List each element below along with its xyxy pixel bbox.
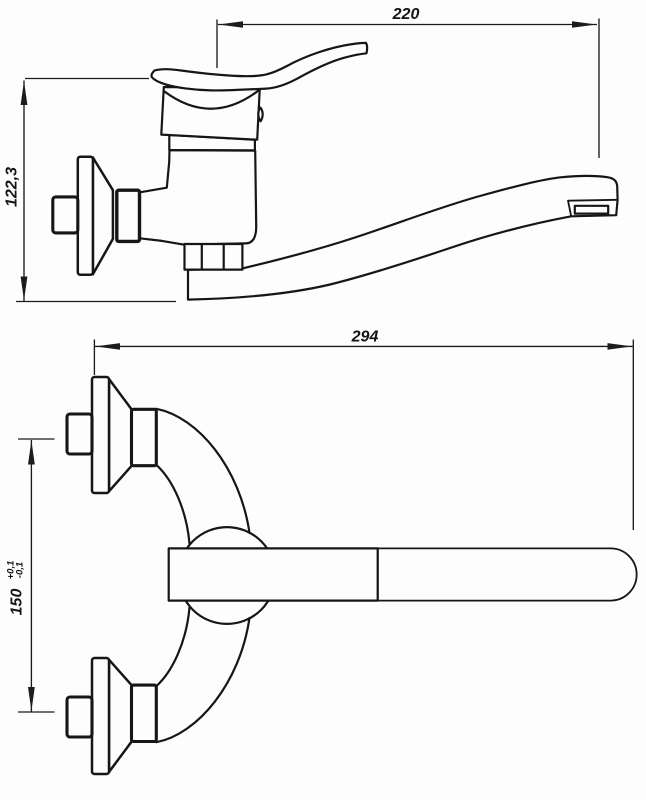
escutcheon-plate	[90, 375, 111, 495]
dim-arrow-down	[20, 276, 28, 301]
cap-indicator-button	[257, 106, 264, 123]
upper-arm-outer-edge	[155, 407, 251, 535]
union-nut	[129, 683, 158, 744]
valve-body-side	[138, 149, 258, 246]
wall-union-plan-lower	[65, 656, 158, 776]
inlet-stub	[51, 195, 80, 235]
inlet-stub	[65, 412, 94, 456]
aerator-dividers	[200, 243, 225, 271]
upper-arm-inner-edge	[155, 463, 191, 545]
wall-union-side	[51, 155, 142, 276]
spout-grip-plan	[167, 547, 379, 602]
dim-tolerance-minus: -0,1	[15, 562, 26, 578]
cartridge-cap-side	[160, 85, 264, 141]
dim-label-220: 220	[392, 6, 420, 23]
side-view: 220 122,3	[4, 6, 619, 303]
escutcheon-cone	[91, 156, 115, 276]
inlet-stub	[65, 695, 94, 739]
escutcheon-cone	[107, 377, 133, 493]
dim-label-294: 294	[351, 329, 379, 346]
dim-arrow-left	[218, 21, 243, 28]
dim-spout-reach: 220	[216, 6, 600, 158]
dim-total-length: 294	[93, 329, 634, 530]
escutcheon-cone	[107, 658, 133, 774]
dim-arrow-left	[95, 343, 120, 350]
union-nut	[129, 407, 158, 468]
wall-union-plan-upper	[65, 375, 158, 495]
union-nut	[115, 188, 142, 244]
dim-arrow-down	[28, 687, 35, 711]
dim-tolerance-plus: +0,1	[6, 561, 17, 580]
cap-outline	[160, 85, 261, 141]
cap-saddle-arc	[163, 89, 260, 110]
dim-inlet-spacing: 150 +0,1 -0,1	[6, 438, 55, 713]
aerator-box	[183, 242, 244, 271]
escutcheon-plate	[76, 155, 95, 276]
aerator-side	[183, 242, 244, 271]
body-arms-plan	[155, 407, 251, 744]
plan-view: 294 150 +0,1 -0,1	[6, 329, 638, 776]
dim-arrow-up	[28, 440, 35, 465]
spout-nozzle-shoulder	[567, 198, 618, 218]
lower-arm-inner-edge	[155, 606, 191, 688]
spout-aerator-insert	[573, 204, 610, 215]
dim-arrow-up	[20, 81, 28, 105]
dim-label-150: 150	[9, 589, 26, 616]
escutcheon-plate	[90, 656, 111, 776]
spout-silhouette	[186, 174, 619, 301]
dim-arrow-right	[572, 21, 597, 28]
spout-tube-plan	[376, 547, 638, 602]
dim-label-122-3: 122,3	[4, 167, 21, 207]
dim-arrow-right	[607, 343, 632, 350]
lower-arm-outer-edge	[155, 616, 251, 744]
dim-height: 122,3	[4, 77, 176, 303]
lever-handle-side	[150, 41, 369, 92]
spout-side	[186, 174, 619, 301]
